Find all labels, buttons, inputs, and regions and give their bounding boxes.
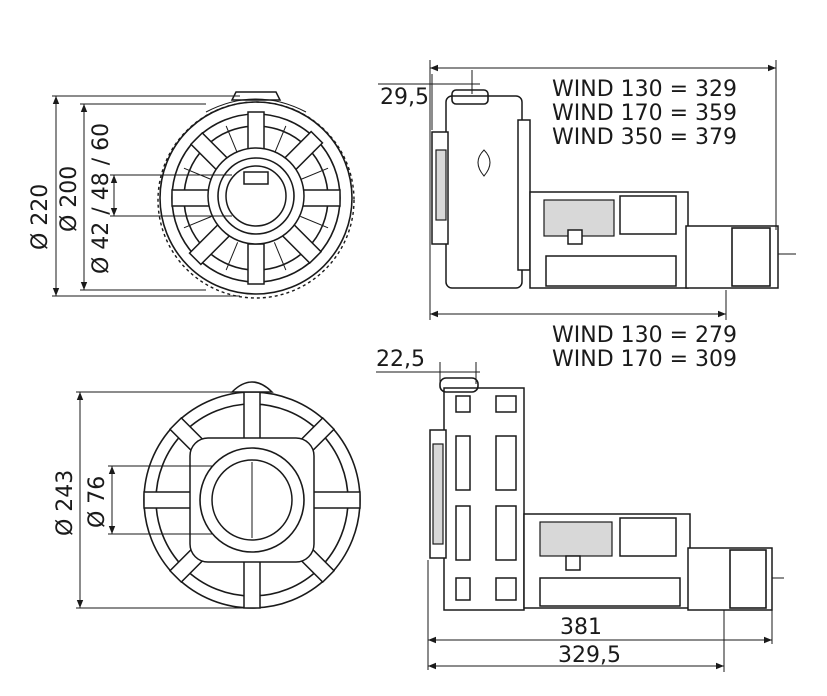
drum (445, 95, 523, 289)
dim-381 (427, 560, 773, 670)
bottom-front-view: Ø 243 Ø 76 (53, 381, 361, 609)
dia-shaft-label: Ø 42 / 48 / 60 (89, 123, 114, 274)
drum-slots (455, 395, 517, 601)
length-line-2: WIND 170 = 359 (552, 101, 737, 126)
dim-length-top (429, 60, 777, 320)
dia-200-label: Ø 200 (57, 166, 82, 232)
length-381-label: 381 (560, 615, 602, 640)
dim-3295 (428, 610, 725, 672)
bottom-side-view: 22,5 381 329,5 (376, 347, 784, 672)
length-3295-label: 329,5 (558, 643, 621, 668)
drum-large (443, 387, 525, 611)
dim-offset-top (378, 70, 480, 130)
offset-top-label: 29,5 (380, 85, 429, 110)
outer-dashed-circle (157, 101, 355, 299)
top-cap-large (230, 381, 274, 393)
top-front-view: Ø 220 Ø 200 Ø 42 / 48 / 60 (28, 91, 355, 299)
dia-243-label: Ø 243 (53, 470, 78, 536)
dim-76 (108, 465, 212, 535)
dim-243 (76, 391, 244, 609)
offset-bottom-label: 22,5 (376, 347, 425, 372)
dim-200 (80, 103, 206, 291)
dim-base-top (430, 290, 727, 320)
length-line-1: WIND 130 = 329 (552, 77, 737, 102)
shaft-bore (225, 165, 287, 227)
base-line-2: WIND 170 = 309 (552, 347, 737, 372)
dim-220 (52, 95, 240, 297)
dia-76-label: Ø 76 (85, 476, 110, 528)
length-line-3: WIND 350 = 379 (552, 125, 737, 150)
top-cap (230, 91, 282, 101)
base-line-1: WIND 130 = 279 (552, 323, 737, 348)
top-side-view: 29,5 WIND 130 = 329 WIND 170 = 359 WIND … (378, 60, 796, 372)
dim-shaft (110, 174, 232, 217)
dim-offset-bottom (376, 362, 480, 384)
dia-220-label: Ø 220 (28, 184, 53, 250)
